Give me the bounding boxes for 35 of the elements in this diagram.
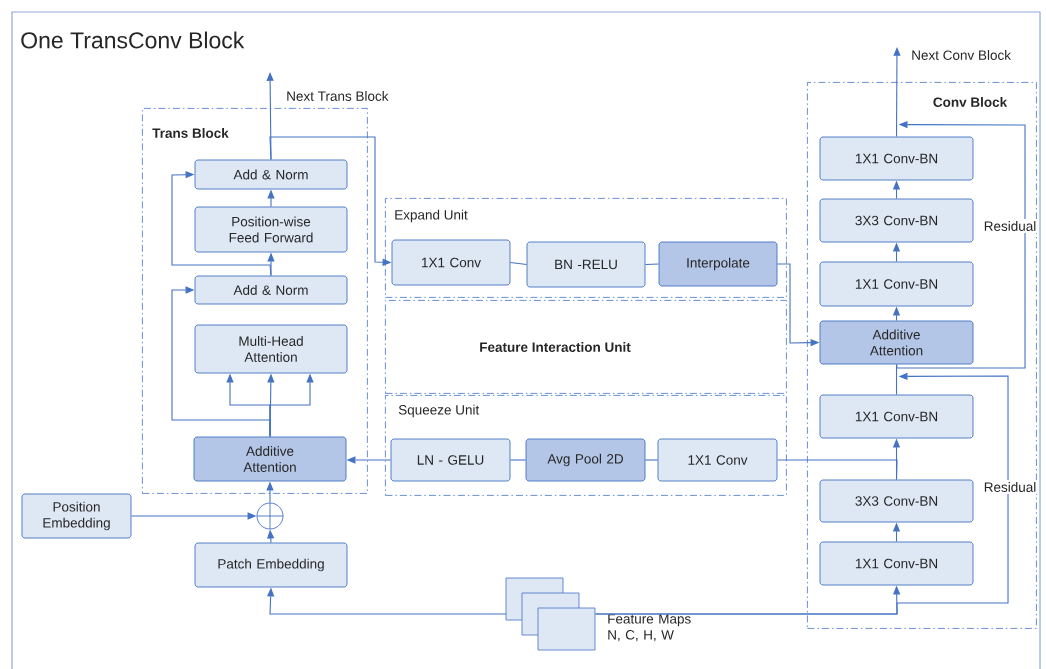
connector-line bbox=[644, 459, 659, 461]
attention-box: Avg Pool 2D bbox=[525, 438, 646, 482]
process-box: Position-wise Feed Forward bbox=[194, 206, 348, 253]
process-box: 1X1 Conv bbox=[391, 239, 511, 286]
output-label: Next Conv Block bbox=[912, 50, 1011, 60]
arrow bbox=[171, 171, 272, 277]
process-box: 3X3 Conv-BN bbox=[819, 479, 974, 523]
edge-label: Residual bbox=[981, 480, 1039, 494]
process-box: BN -RELU bbox=[526, 241, 646, 288]
connector-line bbox=[509, 459, 527, 461]
process-box: 3X3 Conv-BN bbox=[819, 198, 974, 243]
process-box: Multi-Head Attention bbox=[194, 324, 348, 374]
feature-map-stack bbox=[505, 577, 596, 651]
process-box: Add & Norm bbox=[194, 159, 348, 190]
process-box: 1X1 Conv-BN bbox=[819, 541, 974, 586]
node-label: Feature Maps N, C, H, W bbox=[608, 614, 691, 642]
unit-frame: Feature Interaction Unit bbox=[385, 300, 787, 394]
title: One TransConv Block bbox=[21, 31, 245, 49]
attention-box: Interpolate bbox=[658, 241, 778, 287]
process-box: 1X1 Conv-BN bbox=[819, 394, 974, 439]
process-box: 1X1 Conv-BN bbox=[819, 261, 974, 307]
process-box: 1X1 Conv bbox=[657, 438, 778, 482]
process-box: Add & Norm bbox=[194, 275, 348, 305]
process-box: Patch Embedding bbox=[194, 542, 348, 588]
arrow bbox=[171, 286, 271, 438]
attention-box: Additive Attention bbox=[193, 436, 347, 482]
output-label: Next Trans Block bbox=[287, 91, 389, 101]
edge-label: Residual bbox=[981, 219, 1039, 233]
process-box: Position Embedding bbox=[21, 493, 132, 539]
connector-line bbox=[644, 263, 660, 266]
sum-symbol bbox=[256, 502, 284, 530]
connector-line bbox=[509, 261, 528, 266]
attention-box: Additive Attention bbox=[819, 320, 974, 365]
process-box: LN - GELU bbox=[390, 438, 511, 482]
process-box: 1X1 Conv-BN bbox=[819, 136, 974, 181]
